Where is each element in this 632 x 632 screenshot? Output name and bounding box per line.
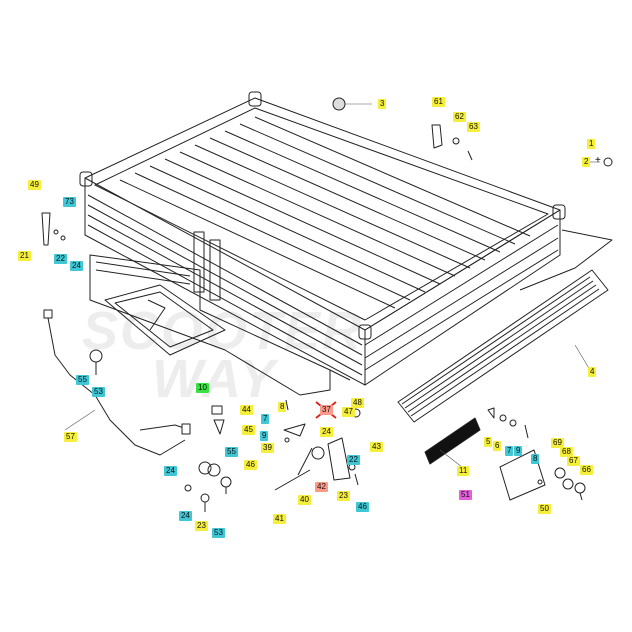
- callout-label: 37: [320, 405, 333, 415]
- callout-label: 67: [567, 456, 580, 466]
- callout-label: 21: [18, 251, 31, 261]
- hinge-bracket: [104, 284, 226, 356]
- frame-rod: [519, 229, 613, 291]
- callout-label: 57: [64, 432, 77, 442]
- leader-lines: [64, 103, 600, 468]
- callout-label: 5: [484, 437, 493, 447]
- callout-label: 55: [225, 447, 238, 457]
- callout-label: 43: [370, 442, 383, 452]
- callout-label: 40: [298, 495, 311, 505]
- piaggio-plate: [424, 417, 481, 465]
- callout-label: 53: [212, 528, 225, 538]
- callout-label: 8: [531, 454, 540, 464]
- plus-sign: +: [595, 155, 601, 166]
- callout-label: 22: [54, 254, 67, 264]
- callout-label: 23: [337, 491, 350, 501]
- callout-label: 22: [347, 455, 360, 465]
- tailgate-panel: [397, 269, 609, 423]
- callout-label: 47: [342, 407, 355, 417]
- callout-label: 53: [92, 387, 105, 397]
- wiring-harness: [43, 309, 191, 456]
- callout-label: 8: [278, 402, 287, 412]
- callout-label: 9: [514, 446, 523, 456]
- watermark-line-1: SCOOTER: [82, 301, 364, 361]
- callout-label: 46: [356, 502, 369, 512]
- callout-label: 55: [76, 375, 89, 385]
- callout-label: 3: [378, 99, 387, 109]
- callout-label: 66: [580, 465, 593, 475]
- cargo-box: [79, 91, 566, 386]
- callout-label: 24: [320, 427, 333, 437]
- callout-label: 50: [538, 504, 551, 514]
- callout-label: 42: [315, 482, 328, 492]
- callout-label: 51: [459, 490, 472, 500]
- hardware-parts: [41, 97, 613, 512]
- callout-label: 7: [261, 414, 270, 424]
- callout-label: 46: [244, 460, 257, 470]
- callout-label: 69: [551, 438, 564, 448]
- callout-label: 49: [28, 180, 41, 190]
- callout-label: 61: [432, 97, 445, 107]
- callout-label: 45: [242, 425, 255, 435]
- callout-label: 24: [179, 511, 192, 521]
- callout-label: 7: [505, 446, 514, 456]
- watermark-line-2: WAY: [152, 349, 277, 409]
- callout-label: 44: [240, 405, 253, 415]
- callout-label: 24: [70, 261, 83, 271]
- callout-label: 39: [261, 443, 274, 453]
- callout-label: 73: [63, 197, 76, 207]
- callout-label: 68: [560, 447, 573, 457]
- callout-label: 6: [493, 441, 502, 451]
- callout-label: 48: [351, 398, 364, 408]
- callout-label: 10: [196, 383, 209, 393]
- callout-label: 41: [273, 514, 286, 524]
- callout-label: 11: [457, 466, 470, 476]
- callout-label: 9: [260, 431, 269, 441]
- callout-label: 23: [195, 521, 208, 531]
- callout-label: 63: [467, 122, 480, 132]
- callout-label: 62: [453, 112, 466, 122]
- callout-label: 2: [582, 157, 591, 167]
- callout-label: 24: [164, 466, 177, 476]
- floor-plate: [89, 254, 351, 396]
- callout-label: 4: [588, 367, 597, 377]
- callout-label: 1: [587, 139, 596, 149]
